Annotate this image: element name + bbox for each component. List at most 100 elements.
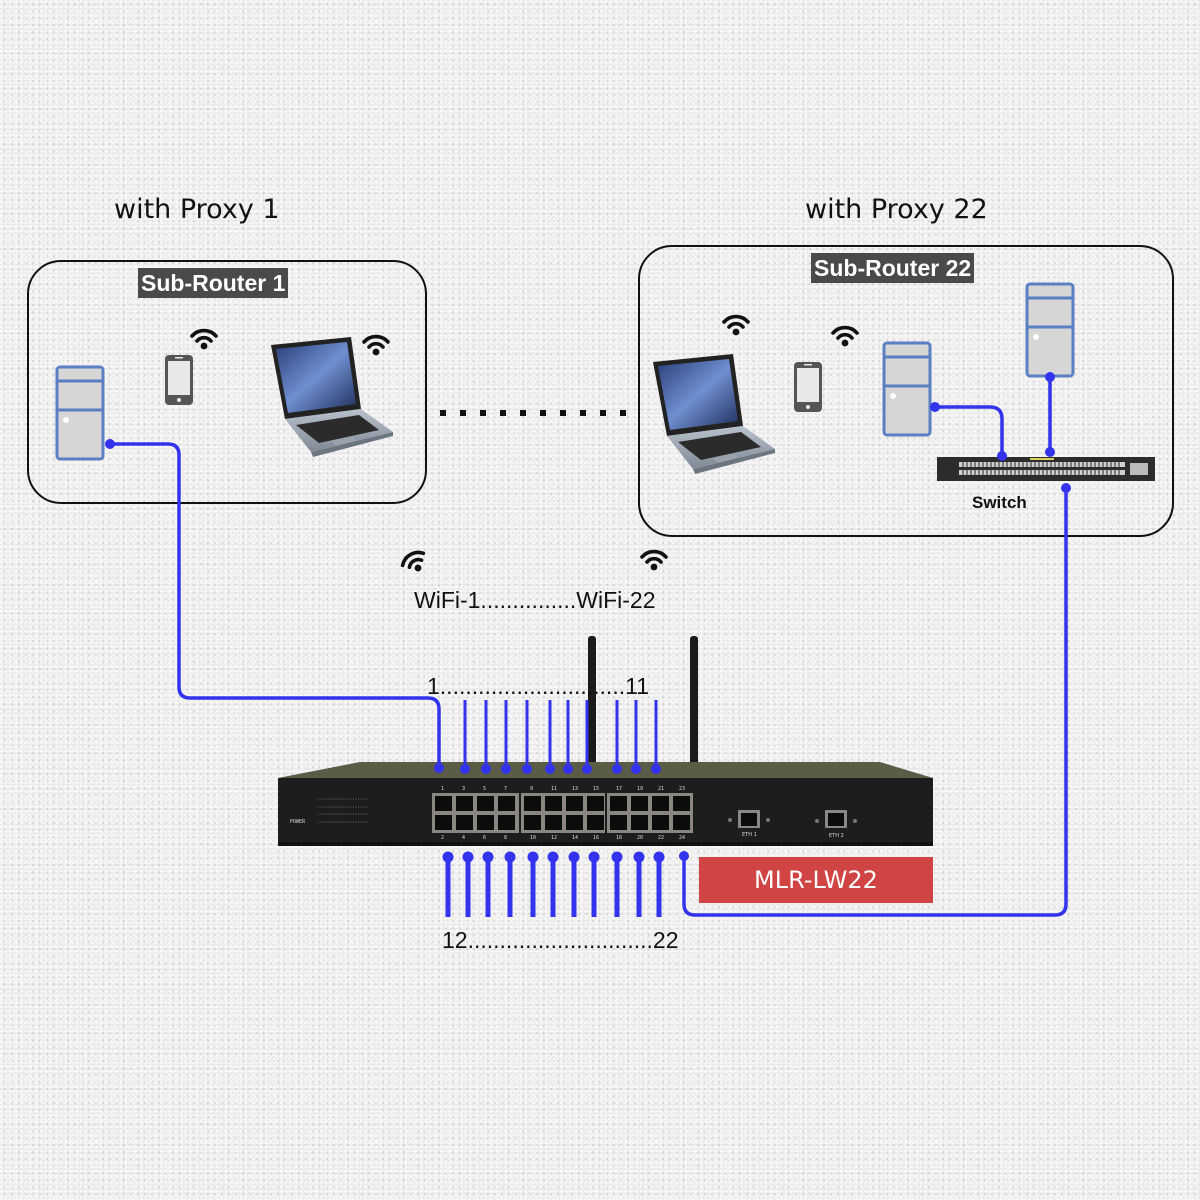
ethernet-port <box>652 796 669 811</box>
ethernet-port <box>435 815 452 830</box>
ethernet-port <box>435 796 452 811</box>
power-label: POWER <box>290 819 306 825</box>
wifi-icon <box>398 546 432 579</box>
ethernet-port <box>498 796 515 811</box>
port-number: 21 <box>658 786 664 792</box>
ethernet-port <box>610 796 627 811</box>
port-number: 5 <box>483 786 486 792</box>
wifi-icon <box>831 325 859 349</box>
ethernet-port <box>631 796 648 811</box>
port-connector <box>633 851 645 863</box>
port-number: 22 <box>658 835 664 841</box>
port-connector <box>547 851 559 863</box>
proxy-1-title: with Proxy 1 <box>114 194 280 225</box>
ethernet-port <box>545 796 562 811</box>
port-number: 18 <box>616 835 622 841</box>
top-ports-label: 1.............................11 <box>427 673 649 699</box>
sub-router-22-group <box>638 245 1174 537</box>
server-icon <box>882 341 932 437</box>
port-number: 6 <box>483 835 486 841</box>
wifi-icon <box>362 334 390 358</box>
port-connector <box>612 764 622 774</box>
port-number: 1 <box>441 786 444 792</box>
port-number: 15 <box>593 786 599 792</box>
port-connector <box>481 764 491 774</box>
wifi-icon <box>722 314 750 338</box>
eth-2-label: ETH 2 <box>829 833 844 839</box>
wifi-icon <box>190 328 218 352</box>
ethernet-port <box>524 815 541 830</box>
cable-server-switch <box>935 405 1004 460</box>
ethernet-port <box>673 796 690 811</box>
port-number: 23 <box>679 786 685 792</box>
antenna-icon <box>588 636 596 772</box>
port-connector <box>442 851 454 863</box>
eth-1-label: ETH 1 <box>742 832 757 838</box>
port-connector <box>460 764 470 774</box>
port-number: 7 <box>504 786 507 792</box>
network-switch-icon <box>937 457 1155 481</box>
cable-subrouter-22 <box>682 488 1068 917</box>
port-connector <box>482 851 494 863</box>
port-connector <box>651 764 661 774</box>
ethernet-port <box>477 815 494 830</box>
ethernet-port <box>631 815 648 830</box>
port-connector <box>545 764 555 774</box>
port-connector <box>527 851 539 863</box>
smartphone-icon <box>794 362 822 412</box>
port-connector <box>588 851 600 863</box>
ethernet-port <box>498 815 515 830</box>
port-connector <box>631 764 641 774</box>
ethernet-port <box>477 796 494 811</box>
sub-router-22-tag: Sub-Router 22 <box>811 253 975 283</box>
port-number: 19 <box>637 786 643 792</box>
ethernet-port <box>524 796 541 811</box>
server-icon <box>1025 282 1075 378</box>
port-connector <box>504 851 516 863</box>
cables <box>110 377 1068 917</box>
port-number: 3 <box>462 786 465 792</box>
port-number: 13 <box>572 786 578 792</box>
ethernet-port <box>587 796 604 811</box>
port-connector <box>582 764 592 774</box>
port-number: 14 <box>572 835 578 841</box>
port-number: 12 <box>551 835 557 841</box>
sub-router-1-tag: Sub-Router 1 <box>138 268 289 298</box>
port-number: 24 <box>679 835 685 841</box>
wifi-range-label: WiFi-1...............WiFi-22 <box>414 587 656 613</box>
port-connector <box>522 764 532 774</box>
ethernet-port <box>587 815 604 830</box>
sub-router-1-group <box>27 260 427 504</box>
proxy-22-title: with Proxy 22 <box>805 194 988 225</box>
port-number: 11 <box>551 786 557 792</box>
port-connector <box>501 764 511 774</box>
port-connector <box>462 851 474 863</box>
wifi-icon <box>640 549 668 573</box>
switch-label: Switch <box>972 493 1027 512</box>
ethernet-port <box>566 796 583 811</box>
port-connector <box>568 851 580 863</box>
port-number: 4 <box>462 835 465 841</box>
ethernet-port <box>545 815 562 830</box>
router-device: POWER 1234567891011121314151617181920212… <box>278 762 933 846</box>
ethernet-port <box>566 815 583 830</box>
server-icon <box>55 365 105 461</box>
antenna-icon <box>690 636 698 772</box>
model-badge: MLR-LW22 <box>699 857 933 903</box>
bottom-ports-label: 12.............................22 <box>442 927 679 953</box>
port-number: 2 <box>441 835 444 841</box>
ethernet-port <box>456 796 473 811</box>
port-connector <box>611 851 623 863</box>
cable-subrouter-1 <box>110 442 441 767</box>
port-number: 20 <box>637 835 643 841</box>
ethernet-port <box>610 815 627 830</box>
ethernet-port <box>673 815 690 830</box>
port-number: 16 <box>593 835 599 841</box>
port-connector <box>653 851 665 863</box>
smartphone-icon <box>165 355 193 405</box>
port-number: 9 <box>530 786 533 792</box>
port-number: 8 <box>504 835 507 841</box>
port-number: 10 <box>530 835 536 841</box>
ethernet-port <box>456 815 473 830</box>
